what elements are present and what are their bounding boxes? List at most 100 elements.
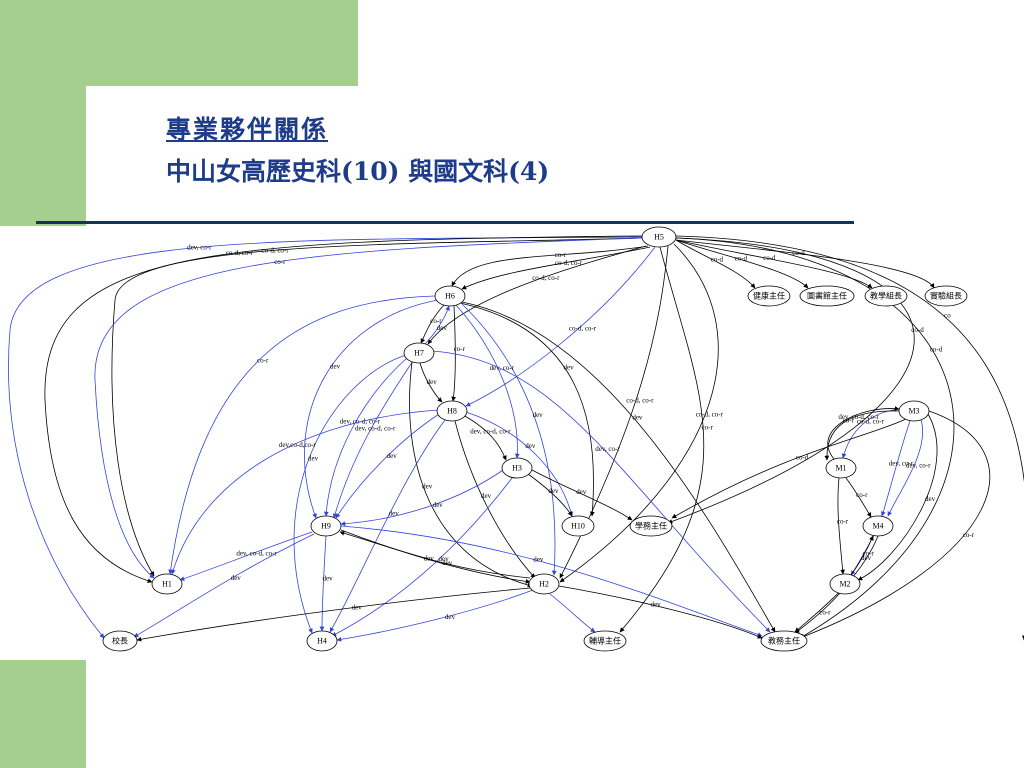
node-M1[interactable]: M1 [825, 457, 857, 479]
edge-label: dev [576, 488, 587, 496]
edge-H5-H1 [94, 237, 643, 579]
edge-M3-academic [799, 410, 991, 639]
node-shape [862, 515, 894, 537]
node-H10[interactable]: H10 [561, 515, 595, 537]
edge-M3-M2 [857, 413, 938, 581]
node-shape [434, 285, 466, 307]
edge-H7-H2 [409, 361, 533, 588]
node-H2[interactable]: H2 [528, 573, 560, 595]
node-label: 教學組長 [870, 291, 902, 301]
node-label: H5 [654, 233, 664, 242]
node-student_affairs[interactable]: 學務主任 [629, 515, 673, 537]
edge-label: dev [481, 492, 492, 500]
edge-H5-health [675, 239, 756, 289]
node-academic[interactable]: 教務主任 [760, 630, 808, 652]
node-H8[interactable]: H8 [436, 400, 468, 422]
edge-label: dev [438, 555, 449, 563]
node-shape [825, 457, 857, 479]
edge-H5-guidance [619, 246, 705, 633]
edge-H5-H2 [559, 243, 719, 583]
edge-label: dev [422, 482, 433, 490]
node-label: 教務主任 [768, 636, 800, 646]
edge-label: dev,co-d,co-r [279, 441, 317, 449]
edge-label: dev, co-r [889, 460, 914, 468]
edge-label: dev [433, 501, 444, 509]
edge-H3-student_affairs [531, 469, 633, 521]
node-H9[interactable]: H9 [310, 515, 342, 537]
node-shape [403, 342, 435, 364]
node-shape [864, 285, 908, 307]
edge-M3-student_affairs [671, 418, 907, 519]
edge-H7-H8 [419, 362, 443, 403]
edge-label: co-r [862, 549, 874, 557]
edge-label: dev [387, 452, 398, 460]
edge-label: co-r [257, 357, 269, 365]
edge-M1-M2 [837, 477, 846, 575]
edge-label: dev, co-d, co-r [470, 427, 511, 435]
node-M4[interactable]: M4 [862, 515, 894, 537]
edge-H9-principal [133, 533, 315, 638]
node-label: 健康主任 [753, 291, 785, 301]
edge-label: dev [442, 559, 453, 567]
edge-H8-H9 [335, 413, 440, 519]
node-library[interactable]: 圖書館主任 [799, 285, 855, 307]
edge-H5-H6 [451, 245, 649, 287]
node-shape [436, 400, 468, 422]
edge-H7-H9 [323, 357, 408, 517]
edge-label: co-d, co-r [857, 417, 885, 425]
node-shape [151, 573, 183, 595]
edge-label: dev [445, 613, 456, 621]
node-shape [501, 457, 533, 479]
edge-H8-H4 [329, 419, 446, 633]
node-shape [528, 573, 560, 595]
edge-label: dev [322, 575, 333, 583]
edge-label: co-r [856, 491, 868, 499]
edge-H5-H1 [111, 237, 643, 577]
slide-subtitle: 中山女高歷史科(10) 與國文科(4) [166, 157, 550, 186]
node-H5[interactable]: H5 [641, 226, 677, 248]
edge-H7-H4 [293, 354, 407, 634]
edge-H8-H3 [462, 414, 507, 461]
node-H7[interactable]: H7 [403, 342, 435, 364]
node-H3[interactable]: H3 [501, 457, 533, 479]
node-health[interactable]: 健康主任 [747, 285, 791, 307]
node-shape [799, 285, 855, 307]
node-guidance[interactable]: 輔導主任 [583, 630, 627, 652]
edge-H6-academic [461, 301, 776, 633]
node-label: H7 [414, 349, 424, 358]
node-M2[interactable]: M2 [829, 573, 861, 595]
green-left-band-bottom [0, 660, 86, 768]
edge-label: dev [525, 442, 536, 450]
node-H6[interactable]: H6 [434, 285, 466, 307]
edge-H9-H4 [319, 535, 327, 632]
edge-label: dev, co-r [490, 364, 515, 372]
node-M3[interactable]: M3 [898, 400, 930, 422]
edge-H5-principal [8, 236, 643, 639]
node-label: 實驗組長 [930, 291, 962, 301]
edge-H5-academic [675, 235, 1024, 641]
node-label: H10 [571, 522, 585, 531]
node-teaching_leader[interactable]: 教學組長 [864, 285, 908, 307]
edge-label: dev [533, 411, 544, 419]
edge-label: co [944, 312, 951, 320]
node-shape [583, 630, 627, 652]
node-H4[interactable]: H4 [306, 630, 338, 652]
node-label: H2 [539, 580, 549, 589]
node-H1[interactable]: H1 [151, 573, 183, 595]
node-shape [747, 285, 791, 307]
node-shape [898, 400, 930, 422]
edge-label: co-d, co-r [226, 249, 254, 257]
edge-label: dev [651, 601, 662, 609]
node-lab_leader[interactable]: 實驗組長 [924, 285, 968, 307]
edge-M2-M4 [850, 535, 874, 576]
edge-H9-H2 [340, 529, 531, 584]
edge-label: co-d [711, 256, 724, 264]
edge-label: co-r [555, 251, 567, 259]
node-label: H1 [162, 580, 172, 589]
edge-label: co-d [911, 326, 924, 334]
edge-label: dev [330, 363, 341, 371]
edge-label: dev [231, 574, 242, 582]
edge-H7-H9 [332, 360, 414, 519]
node-principal[interactable]: 校長 [102, 630, 138, 652]
